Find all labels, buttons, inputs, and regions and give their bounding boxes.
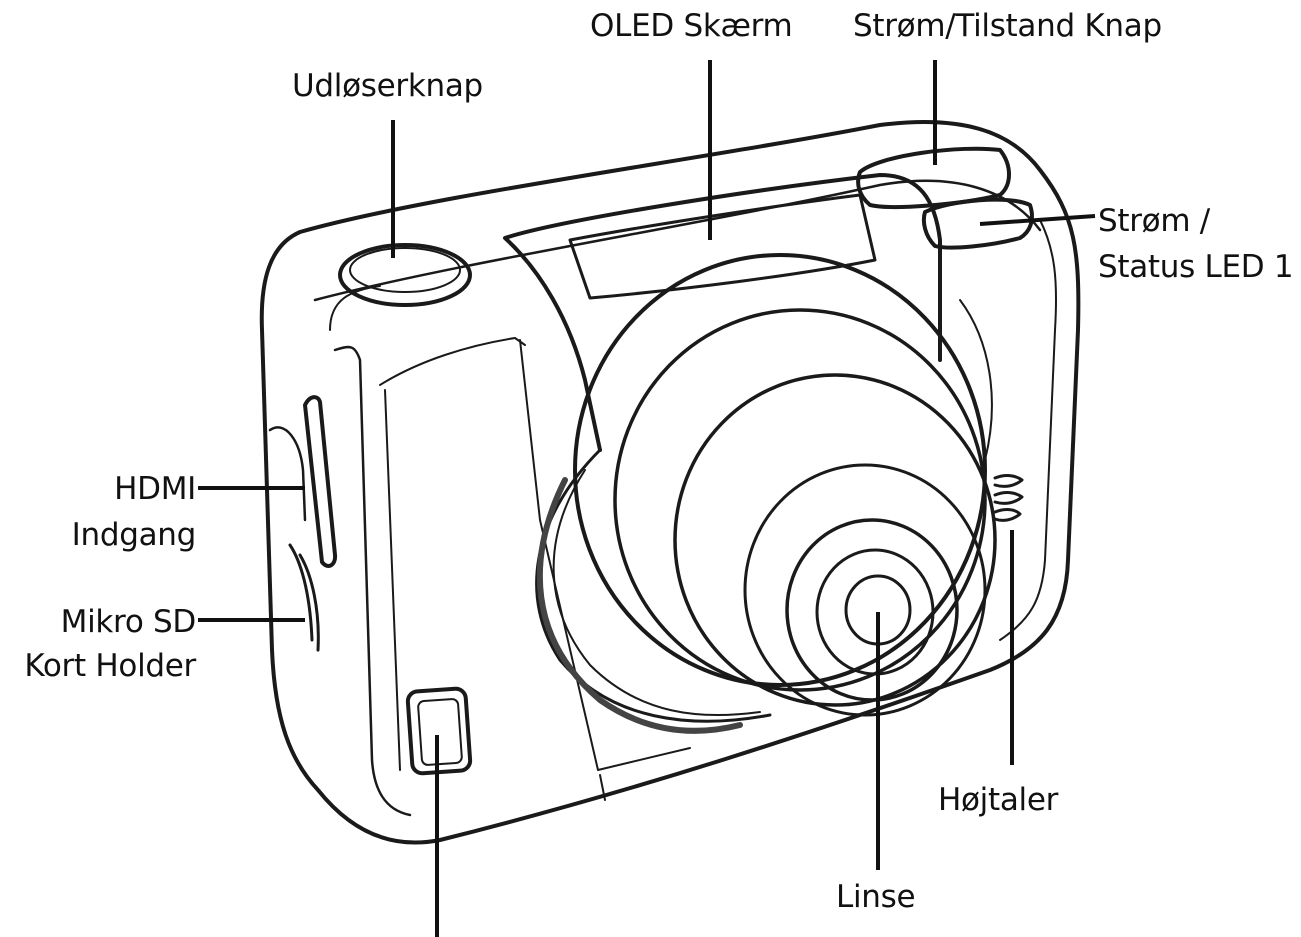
speaker-slots — [993, 474, 1024, 522]
camera-body — [259, 120, 1081, 845]
oled-screen-shape — [503, 173, 942, 452]
side-ports — [268, 395, 338, 652]
label-power-status-led: Strøm / Status LED 1 — [1098, 198, 1294, 290]
label-microsd: Mikro SD Kort Holder — [24, 600, 196, 688]
label-oled-skaerm: OLED Skærm — [590, 8, 793, 44]
microsd-slot-shape — [288, 543, 320, 652]
top-buttons — [338, 146, 1034, 307]
label-hdmi: HDMI Indgang — [71, 466, 197, 558]
label-speaker: Højtaler — [938, 782, 1059, 818]
power-led-leader — [979, 214, 1096, 226]
label-udloserknap: Udløserknap — [292, 68, 483, 104]
hdmi-port-shape — [303, 395, 338, 568]
label-power-status-led-line1: Strøm / — [1098, 203, 1210, 239]
label-power-status-led-line2: Status LED 1 — [1098, 249, 1294, 285]
lens-shape — [535, 253, 997, 734]
label-hdmi-line1: HDMI — [114, 471, 196, 507]
label-lens: Linse — [836, 879, 916, 915]
front-square-shape — [405, 686, 473, 776]
label-microsd-line1: Mikro SD — [60, 604, 197, 640]
label-hdmi-line2: Indgang — [71, 517, 197, 553]
label-microsd-line2: Kort Holder — [24, 648, 196, 684]
label-power-mode-button: Strøm/Tilstand Knap — [853, 8, 1162, 44]
shutter-button-shape — [338, 243, 472, 307]
